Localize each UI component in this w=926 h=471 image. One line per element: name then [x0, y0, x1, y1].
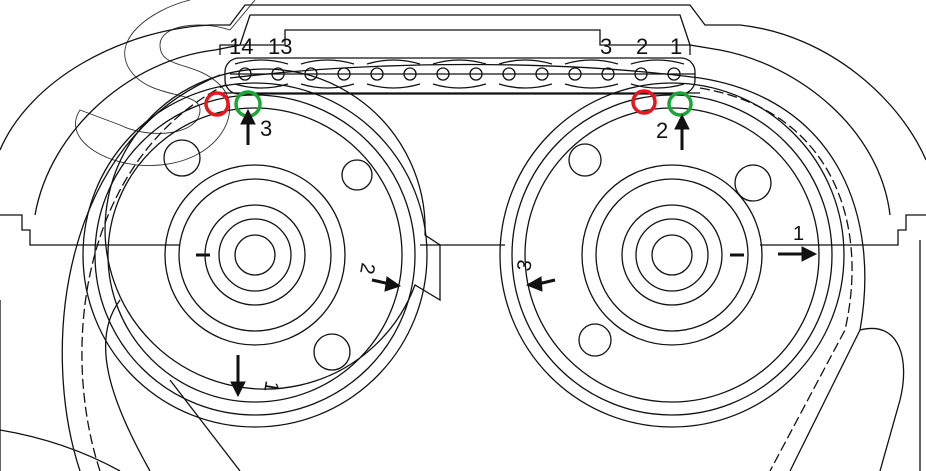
arrow-right-icon — [778, 246, 818, 262]
left-timing-mark-label: 3 — [260, 116, 272, 141]
chain-link-label-1: 1 — [670, 34, 682, 59]
right-arrow-label-1: 1 — [793, 223, 804, 245]
chain-plate — [432, 59, 487, 89]
misaligned-marker-left — [204, 91, 230, 117]
chain-link-label-13: 13 — [268, 34, 292, 59]
chain-plate — [498, 59, 553, 89]
chain-link-label-3: 3 — [600, 34, 612, 59]
aligned-marker-right — [667, 91, 693, 117]
misaligned-marker-right — [631, 89, 657, 115]
arrow-left-icon — [525, 276, 556, 292]
housing — [0, 4, 926, 471]
arrow-up-icon — [240, 108, 256, 145]
chain-link-label-2: 2 — [636, 34, 648, 59]
chain-link-label-14: 14 — [229, 34, 253, 59]
chain-guide — [219, 29, 700, 95]
chain-plate — [366, 59, 421, 89]
left-arrow-label-1: 1 — [259, 379, 283, 394]
right-arrow-label-3: 3 — [513, 258, 537, 273]
arrow-right-icon — [371, 276, 402, 292]
right-camshaft-sprocket — [420, 82, 845, 428]
left-arrow-label-2: 2 — [355, 261, 379, 276]
chain-plate — [630, 59, 685, 89]
chain-plate — [564, 59, 619, 89]
chain-plate — [300, 59, 355, 89]
arrow-up-icon — [674, 113, 690, 150]
chain-outline — [61, 63, 866, 471]
arrow-down-icon — [230, 355, 246, 398]
right-timing-mark-label: 2 — [656, 118, 668, 143]
